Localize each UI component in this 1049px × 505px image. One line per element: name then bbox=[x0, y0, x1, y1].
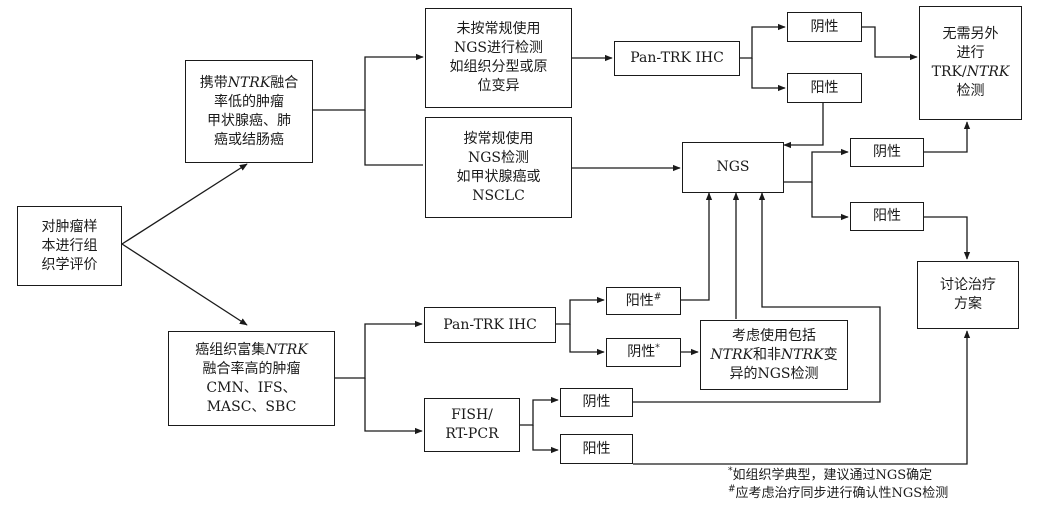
consider-line-2: NTRK和非NTRK变 bbox=[710, 346, 838, 363]
box-fish-rtpcr: FISH/ RT-PCR bbox=[424, 398, 520, 452]
branch-ihc-top bbox=[740, 23, 786, 59]
branch-low bbox=[313, 53, 424, 111]
high-line-1: 癌组织富集NTRK bbox=[195, 341, 308, 358]
not-routine-line-3: 如组织分型或原 bbox=[449, 59, 548, 75]
arrow-eval-to-high bbox=[121, 243, 248, 326]
box-positive-hash: 阳性# bbox=[606, 287, 681, 315]
arrow-pos-top-to-ngs bbox=[783, 103, 824, 149]
branch-ihc-bottom-neg bbox=[569, 324, 605, 356]
arrow-pos-hash-to-ngs bbox=[681, 192, 713, 301]
box-discuss-treatment: 讨论治疗 方案 bbox=[917, 261, 1019, 329]
box-pantrk-ihc-bottom: Pan-TRK IHC bbox=[424, 307, 556, 343]
ngs-negative-label: 阴性 bbox=[873, 144, 901, 160]
negative-star-label: 阴性* bbox=[627, 343, 660, 360]
ngs-label: NGS bbox=[716, 159, 750, 175]
arrow-ngs-neg-to-nofurther bbox=[924, 121, 971, 153]
arrow-neg-top-to-nofurther bbox=[862, 26, 918, 61]
pantrk-ihc-top-label: Pan-TRK IHC bbox=[630, 50, 724, 66]
arrow-eval-to-low bbox=[121, 163, 248, 245]
box-positive-top: 阳性 bbox=[787, 73, 862, 103]
eval-line-2: 本进行组 bbox=[41, 237, 98, 254]
routine-line-2: NGS检测 bbox=[467, 149, 530, 166]
box-ngs-positive: 阳性 bbox=[850, 202, 924, 231]
high-line-4: MASC、SBC bbox=[206, 398, 297, 415]
routine-line-1: 按常规使用 bbox=[463, 130, 534, 147]
branch-fish-pos bbox=[532, 425, 559, 454]
box-fish-positive: 阳性 bbox=[560, 434, 633, 464]
high-line-3: CMN、IFS、 bbox=[206, 379, 297, 396]
footnote-hash-text: 应考虑治疗同步进行确认性NGS检测 bbox=[735, 486, 949, 501]
box-ngs: NGS bbox=[682, 142, 784, 193]
box-fish-negative: 阴性 bbox=[560, 388, 633, 417]
branch-fish bbox=[520, 396, 559, 426]
fish-line-2: RT-PCR bbox=[445, 426, 499, 442]
branch-ngs-pos bbox=[811, 182, 849, 221]
consider-line-3: 异的NGS检测 bbox=[729, 365, 819, 382]
arrow-fish-pos-to-discuss bbox=[633, 330, 971, 465]
low-line-2: 率低的肿瘤 bbox=[214, 93, 284, 110]
eval-line-3: 织学评价 bbox=[41, 256, 98, 273]
positive-top-label: 阳性 bbox=[810, 79, 839, 96]
no-further-line-4: 检测 bbox=[956, 83, 985, 99]
low-line-1: 携带NTRK融合 bbox=[199, 74, 299, 91]
branch-ihc-bottom bbox=[556, 296, 605, 325]
consider-line-1: 考虑使用包括 bbox=[732, 327, 816, 344]
routine-line-4: NSCLC bbox=[472, 187, 525, 204]
no-further-line-3: TRK/NTRK bbox=[931, 64, 1010, 80]
footnote-hash-mark: # bbox=[728, 484, 736, 495]
star-mark: * bbox=[655, 343, 660, 354]
branch-ngs-neg bbox=[784, 148, 849, 183]
box-negative-top: 阴性 bbox=[787, 12, 862, 42]
hash-mark: # bbox=[653, 291, 662, 302]
branch-ihc-top-pos bbox=[751, 58, 786, 92]
pantrk-ihc-bottom-label: Pan-TRK IHC bbox=[443, 316, 537, 333]
positive-hash-label: 阳性# bbox=[625, 291, 662, 309]
box-not-routine-ngs: 未按常规使用 NGS进行检测 如组织分型或原 位变异 bbox=[425, 8, 572, 108]
not-routine-line-4: 位变异 bbox=[477, 78, 520, 94]
box-low-rate-tumors: 携带NTRK融合 率低的肿瘤 甲状腺癌、肺 癌或结肠癌 bbox=[185, 60, 313, 163]
low-line-3: 甲状腺癌、肺 bbox=[207, 112, 291, 129]
box-no-further-testing: 无需另外 进行 TRK/NTRK 检测 bbox=[919, 6, 1022, 120]
no-further-line-2: 进行 bbox=[956, 45, 985, 61]
discuss-line-2: 方案 bbox=[954, 296, 982, 312]
box-pantrk-ihc-top: Pan-TRK IHC bbox=[614, 41, 740, 76]
ngs-positive-label: 阳性 bbox=[873, 208, 901, 224]
box-ngs-negative: 阴性 bbox=[850, 138, 924, 167]
no-further-line-1: 无需另外 bbox=[942, 26, 999, 42]
not-routine-line-1: 未按常规使用 bbox=[456, 21, 541, 37]
box-histology-evaluation: 对肿瘤样 本进行组 织学评价 bbox=[17, 206, 122, 286]
negative-top-label: 阴性 bbox=[810, 18, 839, 35]
box-routine-ngs: 按常规使用 NGS检测 如甲状腺癌或 NSCLC bbox=[425, 117, 572, 218]
branch-low-routine bbox=[364, 110, 423, 166]
footnote-star-mark: * bbox=[728, 466, 733, 477]
low-line-4: 癌或结肠癌 bbox=[214, 131, 284, 148]
fish-line-1: FISH/ bbox=[451, 407, 493, 423]
eval-line-1: 对肿瘤样 bbox=[41, 218, 98, 235]
footnote-star: *如组织学典型，建议通过NGS确定 bbox=[728, 467, 932, 484]
box-consider-ngs: 考虑使用包括 NTRK和非NTRK变 异的NGS检测 bbox=[700, 320, 848, 390]
footnote-star-text: 如组织学典型，建议通过NGS确定 bbox=[732, 468, 933, 483]
arrow-ngs-pos-to-discuss bbox=[924, 216, 971, 260]
fish-positive-label: 阳性 bbox=[582, 440, 611, 457]
branch-high bbox=[335, 320, 423, 379]
arrow-fish-neg-to-ngs bbox=[633, 192, 881, 403]
box-negative-star: 阴性* bbox=[606, 338, 681, 367]
discuss-line-1: 讨论治疗 bbox=[940, 277, 996, 293]
fish-negative-label: 阴性 bbox=[582, 394, 611, 410]
high-line-2: 融合率高的肿瘤 bbox=[202, 360, 301, 377]
footnote-hash: #应考虑治疗同步进行确认性NGS检测 bbox=[728, 485, 948, 502]
not-routine-line-2: NGS进行检测 bbox=[453, 40, 544, 56]
branch-high-fish bbox=[364, 378, 423, 435]
box-high-rate-tumors: 癌组织富集NTRK 融合率高的肿瘤 CMN、IFS、 MASC、SBC bbox=[168, 331, 335, 426]
routine-line-3: 如甲状腺癌或 bbox=[456, 168, 541, 185]
